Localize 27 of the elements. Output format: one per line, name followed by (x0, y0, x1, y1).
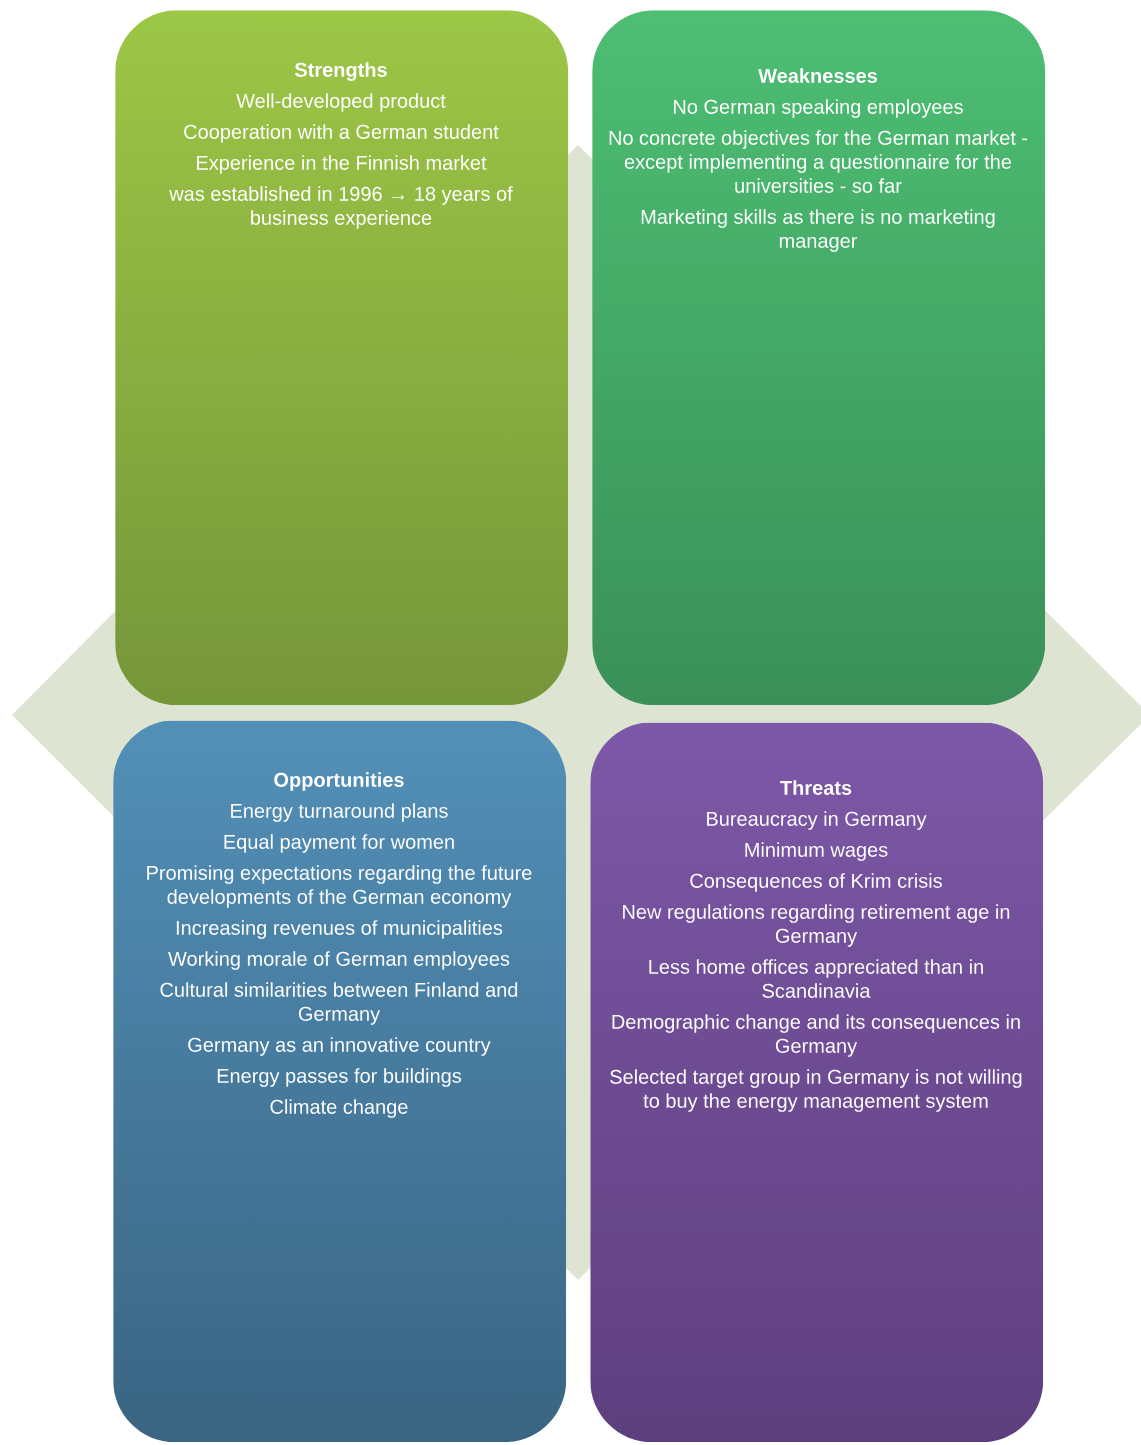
item-text: Bureaucracy in Germany (707, 811, 927, 830)
item-text: Cooperation with a German student (184, 124, 499, 143)
heading: Threats (780, 780, 852, 795)
item-text: No German speaking employees (674, 99, 963, 118)
heading: Weaknesses (758, 68, 878, 83)
item-text: Experience in the Finnish market (197, 155, 487, 174)
item-text: Cultural similarities between Finland and Germany (160, 982, 518, 1025)
item-text: New regulations regarding retirement age in Germany (623, 904, 1010, 947)
heading: Strengths (294, 62, 387, 81)
item-text: was established in 1996 → 18 years of business experience (169, 186, 513, 229)
item-text: Less home offices appreciated than in Scandinavia (649, 959, 983, 998)
heading: Opportunities (274, 772, 404, 791)
item-text: Germany as an innovative country (188, 1037, 491, 1056)
item-text: Working morale of German employees (168, 951, 510, 970)
item-text: Equal payment for women (224, 834, 454, 853)
item-text: Minimum wages (745, 842, 888, 861)
item-text: Climate change (270, 1099, 408, 1118)
item-text: Promising expectations regarding the future developments of the German economy (147, 865, 532, 908)
item-text: Consequences of Krim crisis (690, 873, 942, 892)
item-text: Demographic change and its consequences in Germany (612, 1014, 1020, 1057)
item-text: Marketing skills as there is no marketing manager (641, 209, 995, 252)
item-text: Selected target group in Germany is not willing to buy the energy management system (610, 1069, 1022, 1112)
item-text: No concrete objectives for the German market - except implementing a questionnaire for the universities - so far (609, 130, 1028, 193)
item-text: Increasing revenues of municipalities (176, 920, 503, 939)
item-text: Energy turnaround plans (231, 803, 448, 822)
item-text: Well-developed product (236, 93, 446, 112)
item-text: Energy passes for buildings (217, 1068, 462, 1087)
